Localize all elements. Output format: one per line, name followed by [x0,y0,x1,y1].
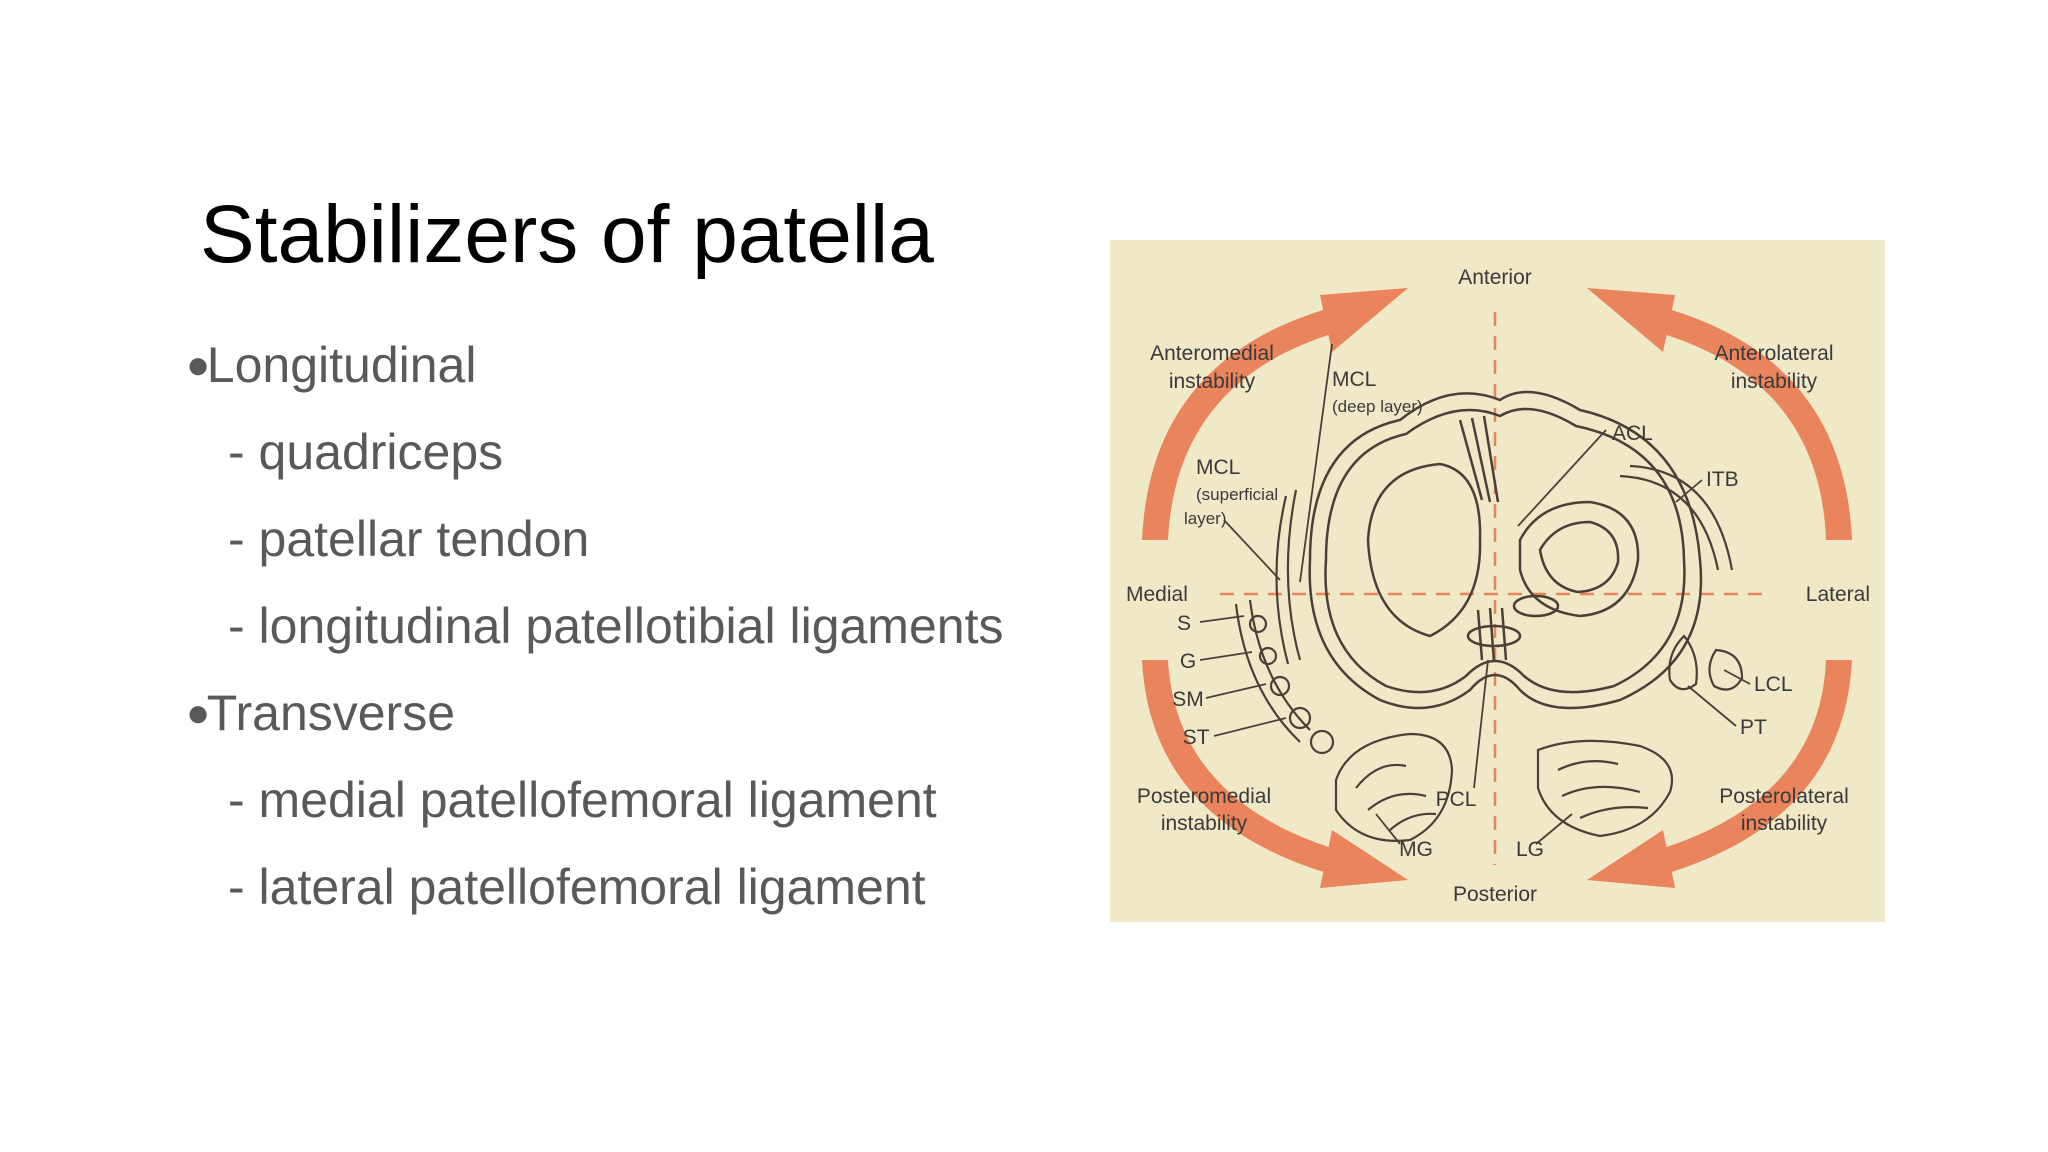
label-sm: SM [1172,688,1204,711]
label-pt: PT [1740,716,1767,739]
instability-arrows [1142,288,1852,888]
bullet-marker: ● [186,691,211,735]
tibial-plateau [1308,390,1703,710]
label-mg: MG [1399,838,1433,861]
list-item-text: Transverse [206,685,456,741]
label-mcl-deep: MCL [1332,368,1376,391]
label-lcl: LCL [1754,673,1793,696]
bullet-marker: ● [186,343,211,387]
list-item: ●Transverse [186,670,1003,757]
list-item-text: - medial patellofemoral ligament [228,772,937,828]
list-item-text: - patellar tendon [228,511,590,567]
label-posterolateral-2: instability [1741,812,1828,835]
label-mcl-superficial-layer: (superficial [1196,485,1278,504]
label-posterior: Posterior [1453,883,1537,906]
list-item: ●Longitudinal [186,322,1003,409]
label-g: G [1180,650,1196,673]
list-item: - longitudinal patellotibial ligaments [186,583,1003,670]
gastrocnemius [1334,732,1674,842]
anterolateral-arrow [1657,308,1852,540]
bullet-list: ●Longitudinal - quadriceps - patellar te… [186,322,1003,931]
list-item: - quadriceps [186,409,1003,496]
label-medial: Medial [1126,583,1188,606]
leader-lines [1199,343,1751,845]
label-posterolateral: Posterolateral [1719,785,1849,808]
list-item: - patellar tendon [186,496,1003,583]
medial-ligaments [1234,489,1335,755]
label-posteromedial-2: instability [1161,812,1248,835]
list-item: - lateral patellofemoral ligament [186,844,1003,931]
posterolateral-arrow [1657,660,1852,874]
label-lg: LG [1516,838,1544,861]
lateral-ligaments [1619,464,1744,691]
knee-diagram: Anterior Posterior Medial Lateral Antero… [1110,240,1885,922]
label-st: ST [1183,726,1210,749]
figure-labels: Anterior Posterior Medial Lateral Antero… [1126,266,1870,906]
label-pcl: PCL [1436,788,1477,811]
label-mcl-superficial: MCL [1196,456,1240,479]
label-itb: ITB [1706,468,1739,491]
list-item-text: - longitudinal patellotibial ligaments [228,598,1004,654]
label-anterolateral: Anterolateral [1714,342,1833,365]
label-anterior: Anterior [1458,266,1532,289]
label-anteromedial: Anteromedial [1150,342,1274,365]
list-item: - medial patellofemoral ligament [186,757,1003,844]
axes [1220,312,1770,865]
label-mcl-deep-layer: (deep layer) [1332,397,1423,416]
label-anterolateral-2: instability [1731,370,1818,393]
slide-title: Stabilizers of patella [200,189,934,280]
list-item-text: - lateral patellofemoral ligament [228,859,926,915]
label-acl: ACL [1612,422,1653,445]
label-anteromedial-2: instability [1169,370,1256,393]
posteromedial-arrow [1142,660,1338,874]
label-s: S [1177,612,1191,635]
knee-cross-section-figure: Anterior Posterior Medial Lateral Antero… [1110,240,1885,922]
list-item-text: Longitudinal [206,337,477,393]
label-posteromedial: Posteromedial [1137,785,1271,808]
anteromedial-arrow [1142,308,1338,540]
label-lateral: Lateral [1806,583,1870,606]
label-mcl-superficial-layer-2: layer) [1184,509,1227,528]
list-item-text: - quadriceps [228,424,504,480]
